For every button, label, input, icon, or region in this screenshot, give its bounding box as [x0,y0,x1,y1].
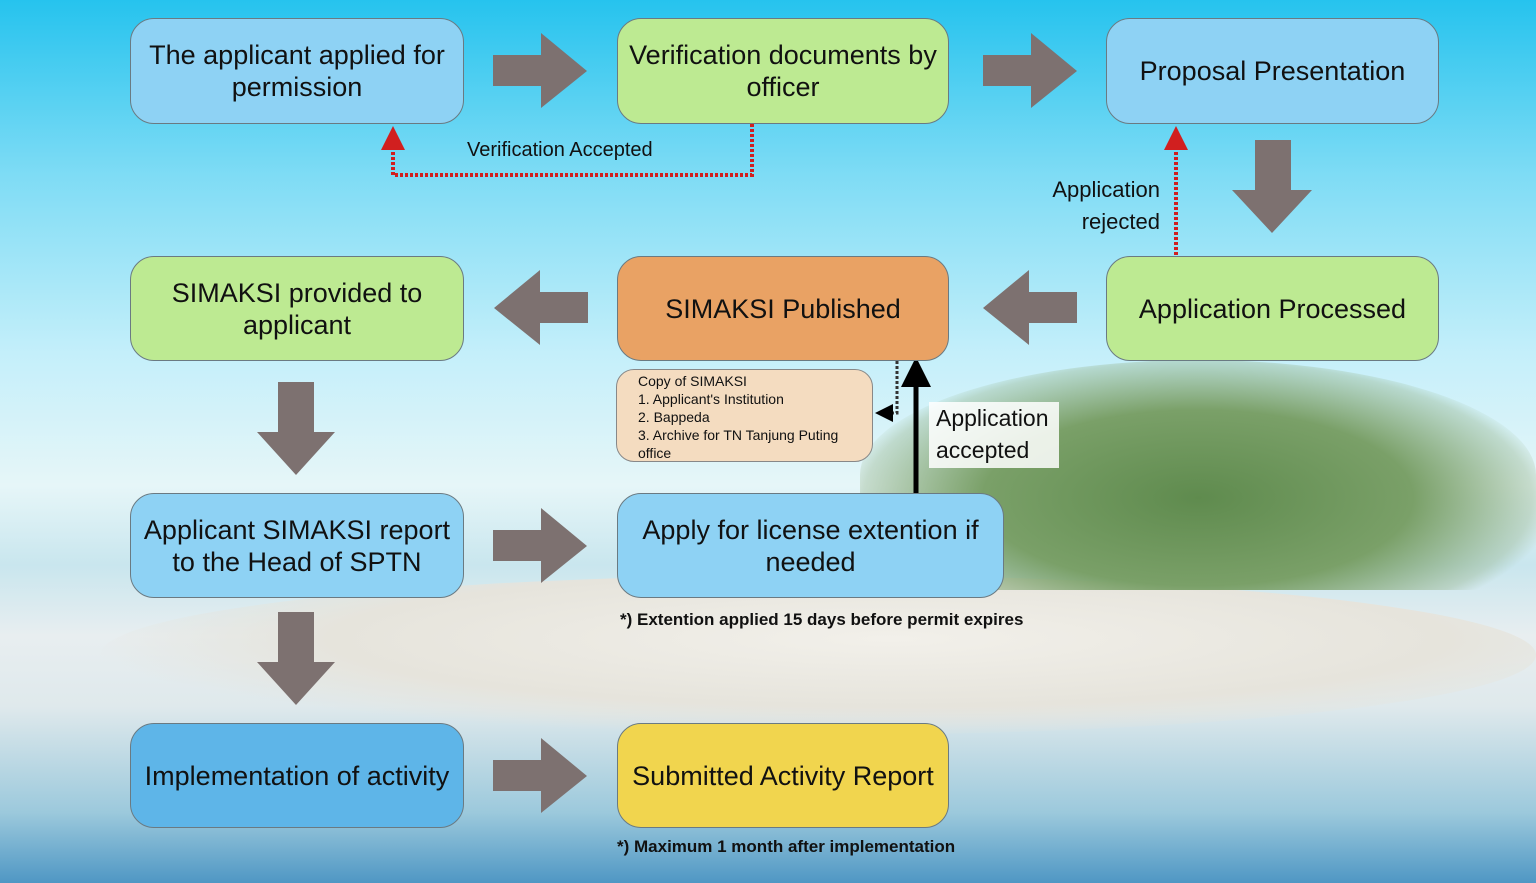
arrow-down-2 [257,382,335,475]
accepted-line1: Application [936,405,1049,431]
background-sandbar [100,575,1536,735]
arrow-right-2 [983,33,1077,108]
copy-item: 2. Bappeda [638,409,710,425]
step-submitted: Submitted Activity Report [617,723,949,828]
arrow-right-1 [493,33,587,108]
step-extension: Apply for license extention if needed [617,493,1004,598]
copy-distribution-line [875,361,899,422]
step-implementation: Implementation of activity [130,723,464,828]
verification-accepted-label: Verification Accepted [467,139,653,161]
arrow-right-3 [493,508,587,583]
rejected-line1: Application [1052,177,1160,202]
copy-item: office [638,445,672,461]
step-proposal: Proposal Presentation [1106,18,1439,124]
step-applied: The applicant applied for permission [130,18,464,124]
copy-title: Copy of SIMAKSI [638,373,747,389]
report-note: *) Maximum 1 month after implementation [617,837,956,856]
copy-item: 1. Applicant's Institution [638,391,784,407]
arrow-right-4 [493,738,587,813]
extension-note: *) Extention applied 15 days before perm… [620,610,1024,629]
copy-of-simaksi-box: Copy of SIMAKSI 1. Applicant's Instituti… [616,369,873,462]
step-processed: Application Processed [1106,256,1439,361]
arrow-left-1 [983,270,1077,345]
application-rejected-label: Application rejected [1030,174,1160,238]
step-published: SIMAKSI Published [617,256,949,361]
step-provided: SIMAKSI provided to applicant [130,256,464,361]
verification-accepted-line [381,124,754,177]
step-verification: Verification documents by officer [617,18,949,124]
application-accepted-label: Application accepted [929,402,1059,468]
copy-item: 3. Archive for TN Tanjung Puting [638,427,839,443]
accepted-line2: accepted [936,437,1030,463]
rejected-line2: rejected [1081,209,1160,234]
arrow-left-2 [494,270,588,345]
arrow-down-3 [257,612,335,705]
arrow-down-1 [1232,140,1312,233]
step-report-head: Applicant SIMAKSI report to the Head of … [130,493,464,598]
